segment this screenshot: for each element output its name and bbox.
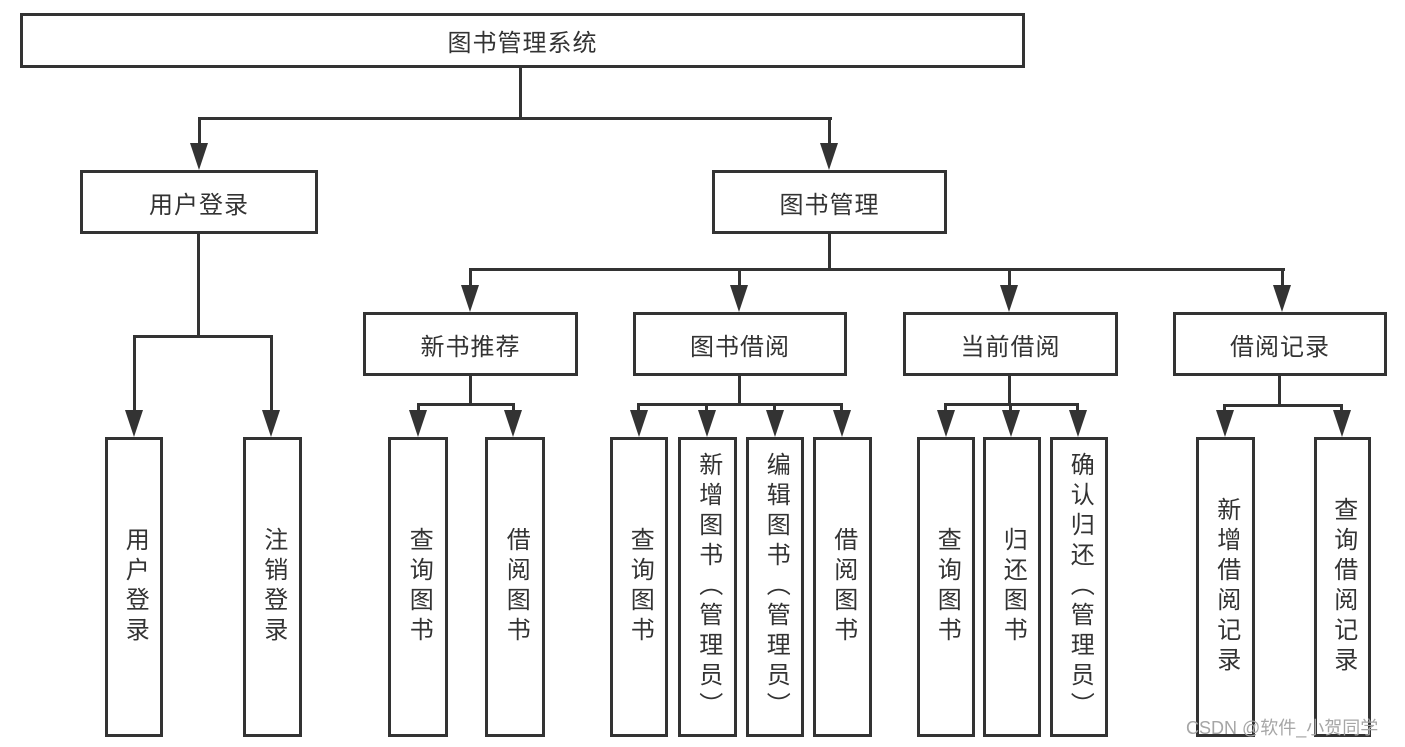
- connector-book-borrow-stem: [738, 374, 741, 405]
- node-root-label: 图书管理系统: [447, 30, 598, 57]
- node-current-borrow-label: 当前借阅: [960, 333, 1061, 361]
- arrowhead-leaf-bb-edit: [766, 410, 784, 437]
- connector-borrow-record-stem: [1278, 374, 1281, 407]
- connector-new-book-crossbar: [417, 403, 515, 406]
- leaf-borrow-borrow-book-label: 借阅图书: [829, 527, 857, 647]
- connector-to-leaf-bb-add: [705, 403, 708, 412]
- node-book-management-label: 图书管理: [779, 191, 880, 219]
- arrowhead-leaf-bb-add: [698, 410, 716, 437]
- leaf-borrow-query-book: 查询图书: [610, 437, 668, 737]
- arrowhead-leaf-cb-query: [937, 410, 955, 437]
- leaf-borrow-query-book-label: 查询图书: [626, 527, 654, 647]
- arrowhead-new-book-recommend: [461, 285, 479, 312]
- node-borrow-record-label: 借阅记录: [1230, 333, 1330, 361]
- connector-to-leaf-logout: [270, 335, 273, 412]
- connector-root-to-book-management: [828, 117, 831, 145]
- node-user-login-label: 用户登录: [149, 191, 249, 219]
- connector-book-management-stem: [828, 231, 831, 271]
- arrowhead-leaf-nb-query: [409, 410, 427, 437]
- leaf-record-query-borrow-record-label: 查询借阅记录: [1329, 497, 1357, 677]
- leaf-user-login: 用户登录: [105, 437, 163, 737]
- node-book-borrow: 图书借阅: [633, 312, 847, 376]
- node-book-management: 图书管理: [712, 170, 947, 234]
- connector-to-leaf-cb-confirm: [1076, 403, 1079, 412]
- node-borrow-record: 借阅记录: [1173, 312, 1387, 376]
- arrowhead-leaf-br-query: [1333, 410, 1351, 437]
- connector-book-borrow-crossbar: [637, 403, 842, 406]
- connector-new-book-stem: [469, 374, 472, 405]
- leaf-record-add-borrow-record: 新增借阅记录: [1196, 437, 1255, 737]
- arrowhead-leaf-logout: [262, 410, 280, 437]
- connector-to-book-borrow: [738, 268, 741, 287]
- arrowhead-book-management: [820, 143, 838, 170]
- leaf-newbook-borrow-book-label: 借阅图书: [502, 527, 530, 647]
- connector-to-leaf-cb-query: [944, 403, 947, 412]
- leaf-logout-label: 注销登录: [259, 527, 287, 647]
- node-new-book-recommend: 新书推荐: [363, 312, 578, 376]
- leaf-newbook-query-book-label: 查询图书: [405, 527, 433, 647]
- leaf-borrow-add-book-admin-label: 新增图书（管理员）: [694, 452, 722, 722]
- leaf-borrow-add-book-admin: 新增图书（管理员）: [678, 437, 737, 737]
- connector-to-leaf-nb-borrow: [512, 403, 515, 412]
- arrowhead-current-borrow: [1000, 285, 1018, 312]
- connector-to-leaf-bb-borrow: [840, 403, 843, 412]
- arrowhead-book-borrow: [730, 285, 748, 312]
- arrowhead-leaf-cb-confirm: [1069, 410, 1087, 437]
- leaf-current-return-book-label: 归还图书: [999, 527, 1027, 647]
- leaf-current-return-book: 归还图书: [983, 437, 1041, 737]
- connector-to-leaf-bb-edit: [773, 403, 776, 412]
- csdn-watermark: CSDN @软件_小贺同学: [1186, 718, 1379, 738]
- leaf-record-add-borrow-record-label: 新增借阅记录: [1212, 497, 1240, 677]
- node-user-login: 用户登录: [80, 170, 318, 234]
- arrowhead-leaf-bb-query: [630, 410, 648, 437]
- connector-root-to-user-login: [198, 117, 201, 145]
- connector-user-login-stem: [197, 231, 200, 337]
- node-current-borrow: 当前借阅: [903, 312, 1118, 376]
- leaf-user-login-label: 用户登录: [121, 527, 149, 647]
- connector-to-leaf-br-query: [1340, 404, 1343, 412]
- node-root: 图书管理系统: [20, 13, 1025, 68]
- leaf-borrow-edit-book-admin: 编辑图书（管理员）: [746, 437, 804, 737]
- arrowhead-user-login: [190, 143, 208, 170]
- leaf-borrow-borrow-book: 借阅图书: [813, 437, 872, 737]
- leaf-record-query-borrow-record: 查询借阅记录: [1314, 437, 1371, 737]
- leaf-borrow-edit-book-admin-label: 编辑图书（管理员）: [762, 452, 790, 722]
- connector-to-current-borrow: [1008, 268, 1011, 287]
- connector-borrow-record-crossbar: [1223, 404, 1343, 407]
- connector-to-leaf-user-login: [133, 335, 136, 412]
- connector-user-login-crossbar: [133, 335, 273, 338]
- node-book-borrow-label: 图书借阅: [690, 333, 790, 361]
- connector-to-leaf-br-add: [1223, 404, 1226, 412]
- connector-to-leaf-bb-query: [637, 403, 640, 412]
- arrowhead-leaf-cb-return: [1002, 410, 1020, 437]
- arrowhead-leaf-br-add: [1216, 410, 1234, 437]
- leaf-current-confirm-return-admin: 确认归还（管理员）: [1050, 437, 1108, 737]
- arrowhead-leaf-bb-borrow: [833, 410, 851, 437]
- connector-book-management-crossbar: [469, 268, 1285, 271]
- connector-to-new-book-recommend: [469, 268, 472, 287]
- connector-to-leaf-nb-query: [417, 403, 420, 412]
- leaf-logout: 注销登录: [243, 437, 302, 737]
- leaf-newbook-borrow-book: 借阅图书: [485, 437, 545, 737]
- connector-to-borrow-record: [1281, 268, 1284, 287]
- connector-root-crossbar: [198, 117, 832, 120]
- leaf-current-query-book: 查询图书: [917, 437, 975, 737]
- node-new-book-recommend-label: 新书推荐: [420, 333, 521, 361]
- leaf-current-query-book-label: 查询图书: [933, 527, 961, 647]
- leaf-newbook-query-book: 查询图书: [388, 437, 448, 737]
- arrowhead-leaf-nb-borrow: [504, 410, 522, 437]
- arrowhead-leaf-user-login: [125, 410, 143, 437]
- arrowhead-borrow-record: [1273, 285, 1291, 312]
- leaf-current-confirm-return-admin-label: 确认归还（管理员）: [1066, 452, 1094, 722]
- connector-root-stem: [519, 66, 522, 119]
- connector-to-leaf-cb-return: [1009, 403, 1012, 412]
- connector-current-borrow-stem: [1008, 374, 1011, 405]
